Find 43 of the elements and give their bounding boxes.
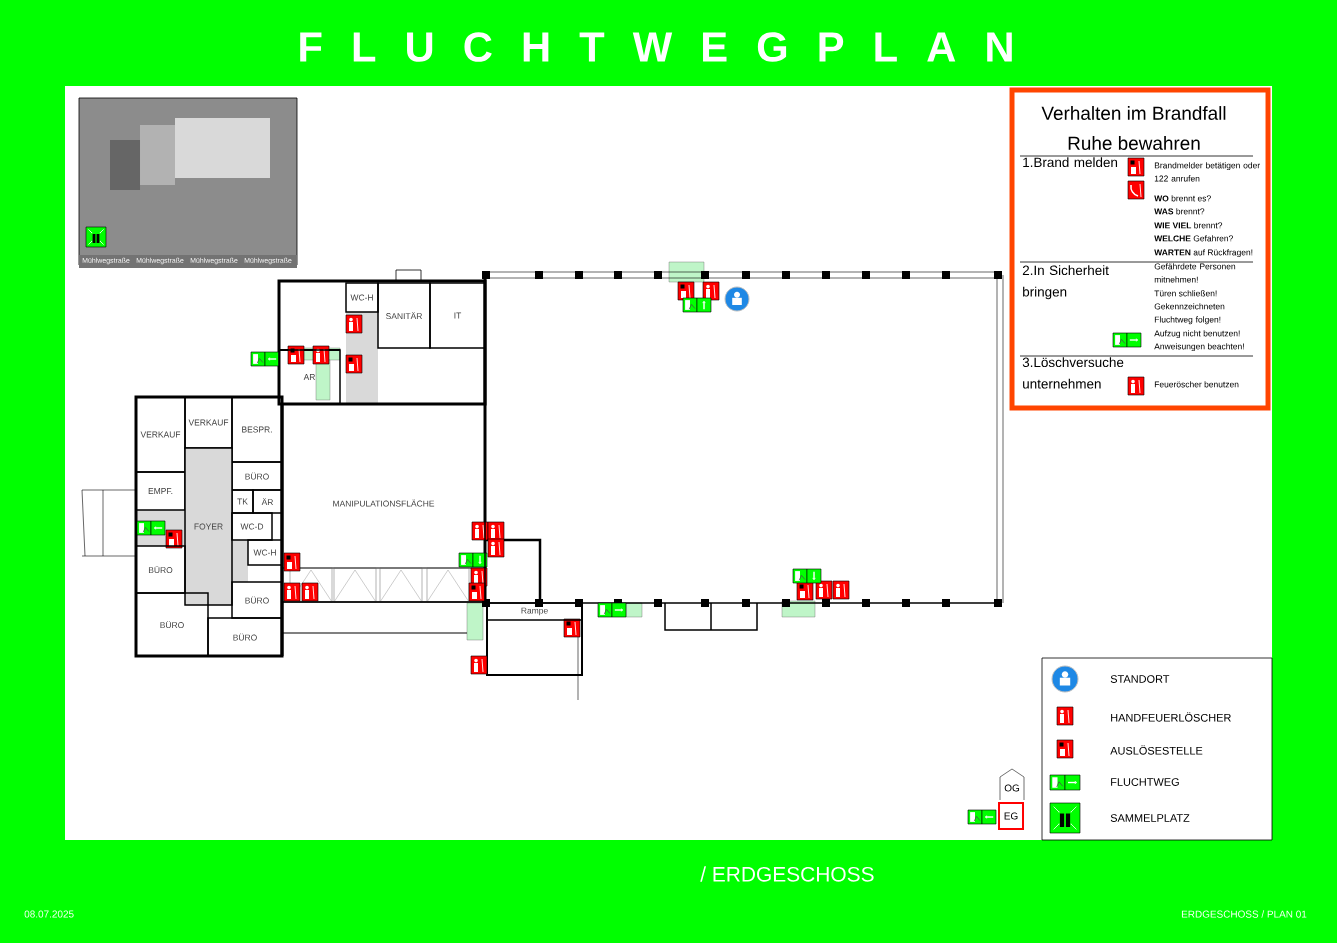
instruction-text: Aufzug nicht benutzen!: [1154, 330, 1240, 339]
legend-label: STANDORT: [1110, 675, 1170, 683]
ramp-label-box: Rampe: [486, 602, 583, 621]
instruction-text: Feueröscher benutzen: [1154, 381, 1239, 388]
step-heading: 2.In Sicherheit bringen: [1022, 265, 1109, 300]
legend-label: FLUCHTWEG: [1111, 778, 1179, 786]
room-box: WC-H: [247, 539, 283, 566]
room-box: VERKAUF: [135, 396, 186, 473]
legend-label: AUSLÖSESTELLE: [1110, 745, 1203, 755]
room-box: SANITÄR: [377, 282, 431, 349]
instruction-text: Anweisungen beachten!: [1154, 343, 1244, 352]
instruction-text: Gefährdete Personen mitnehmen!: [1154, 263, 1236, 283]
room-box: AR: [278, 349, 341, 405]
instruction-text: Türen schließen!: [1154, 290, 1217, 297]
date-label: 08.07.2025: [24, 910, 74, 918]
instruction-text: WO brennt es?: [1154, 195, 1211, 202]
legend-label: HANDFEUERLÖSCHER: [1111, 712, 1231, 722]
instruction-text: Gekennzeichneten Fluchtweg folgen!: [1154, 303, 1225, 325]
room-box: ÄR: [252, 489, 283, 514]
plan-number-label: ERDGESCHOSS / PLAN 01: [1181, 910, 1307, 918]
panel-heading: Verhalten im Brandfall: [1041, 106, 1226, 120]
room-box: BÜRO: [135, 545, 186, 594]
legend-label: SAMMELPLATZ: [1110, 814, 1190, 822]
room-box: BESPR.: [231, 396, 283, 463]
room-box: WC-D: [231, 512, 273, 541]
floor-button: EG: [998, 802, 1024, 830]
instruction-text: WARTEN auf Rückfragen!: [1154, 249, 1253, 258]
instruction-text: WIE VIEL brennt?: [1154, 222, 1223, 229]
hall-box: MANIPULATIONSFLÄCHE: [281, 403, 486, 603]
instruction-text: Brandmelder betätigen oder 122 anrufen: [1154, 162, 1260, 182]
floor-button: OG: [999, 768, 1025, 801]
page-title: F L U C H T W E G P L A N: [300, 32, 1012, 62]
instruction-text: WAS brennt?: [1154, 208, 1205, 215]
room-box: BÜRO: [231, 581, 283, 619]
room-box: BÜRO: [207, 617, 283, 657]
room-box: IT: [429, 282, 486, 349]
instruction-text: WELCHE Gefahren?: [1154, 235, 1233, 242]
room-box: BÜRO: [135, 592, 209, 657]
panel-heading: Ruhe bewahren: [1068, 136, 1200, 150]
room-box: WC-H: [345, 282, 379, 313]
step-heading: 3.Löschversuche unternehmen: [1022, 357, 1124, 389]
floor-subtitle: / ERDGESCHOSS: [700, 866, 874, 882]
step-heading: 1.Brand melden: [1023, 157, 1118, 168]
